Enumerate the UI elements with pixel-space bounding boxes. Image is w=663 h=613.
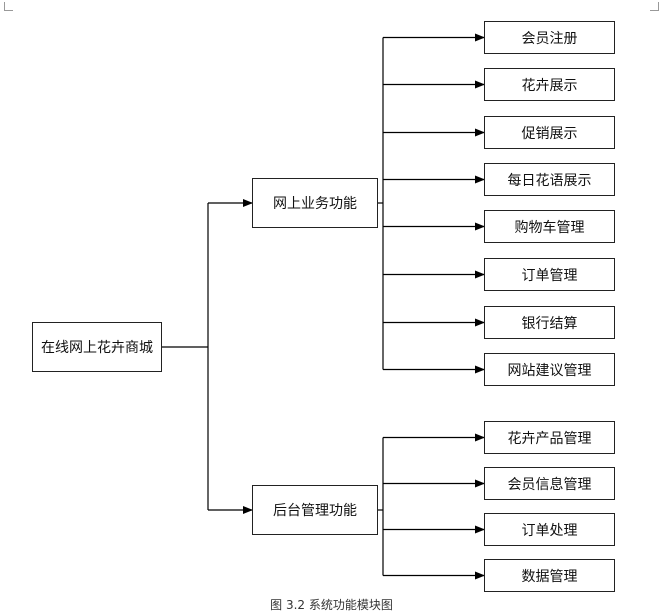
leaf-node: 数据管理: [484, 559, 615, 592]
leaf-node: 会员信息管理: [484, 467, 615, 500]
page-corner-mark: [4, 2, 13, 11]
leaf-node: 订单管理: [484, 258, 615, 291]
leaf-node: 每日花语展示: [484, 163, 615, 196]
leaf-node: 银行结算: [484, 306, 615, 339]
leaf-node: 花卉展示: [484, 68, 615, 101]
branch-node-online-business: 网上业务功能: [252, 178, 378, 228]
leaf-node: 促销展示: [484, 116, 615, 149]
leaf-node: 购物车管理: [484, 210, 615, 243]
page-corner-mark: [650, 2, 659, 11]
leaf-node: 花卉产品管理: [484, 421, 615, 454]
branch-node-backend-management: 后台管理功能: [252, 485, 378, 535]
leaf-node: 会员注册: [484, 21, 615, 54]
root-node: 在线网上花卉商城: [32, 322, 162, 372]
leaf-node: 订单处理: [484, 513, 615, 546]
leaf-node: 网站建议管理: [484, 353, 615, 386]
